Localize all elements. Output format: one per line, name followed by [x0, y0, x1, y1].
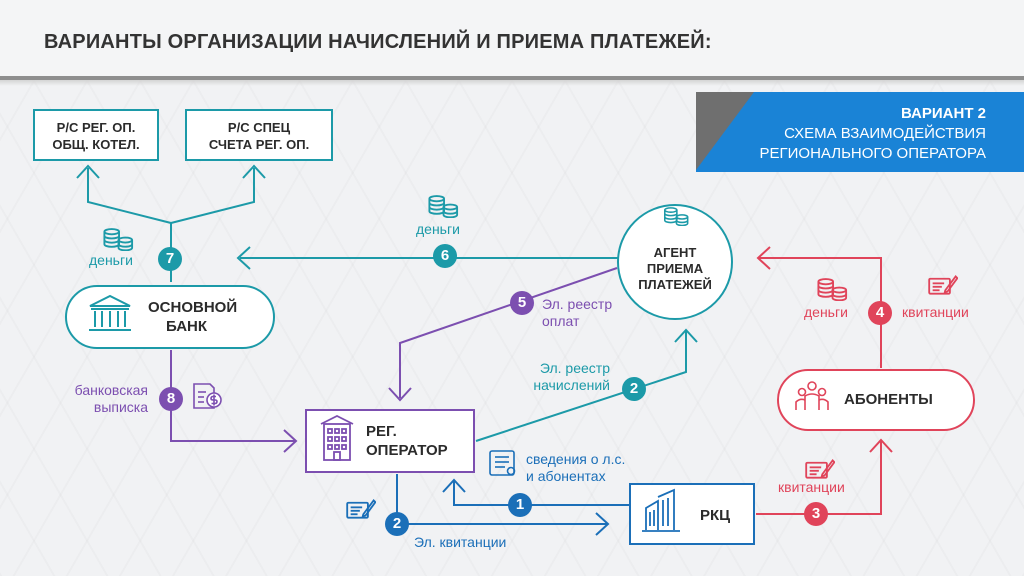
variant-text: ВАРИАНТ 2 СХЕМА ВЗАИМОДЕЙСТВИЯ РЕГИОНАЛЬ… [759, 104, 986, 164]
variant-panel-background [696, 92, 1024, 172]
subscribers-node [777, 369, 975, 431]
page-title: ВАРИАНТЫ ОРГАНИЗАЦИИ НАЧИСЛЕНИЙ И ПРИЕМА… [44, 31, 712, 53]
subscribers-label: АБОНЕНТЫ [844, 391, 933, 408]
receipts-label-3: квитанции [778, 479, 845, 495]
step-badge-7: 7 [158, 247, 182, 271]
variant-line-1: СХЕМА ВЗАИМОДЕЙСТВИЯ [784, 125, 986, 142]
regional-operator-label: РЕГ.ОПЕРАТОР [366, 423, 448, 459]
rs-common-pot-box [33, 109, 159, 161]
flow-5-payments-registry [388, 267, 618, 402]
money-label-6: деньги [416, 221, 460, 237]
coins-icon [817, 278, 848, 301]
e-receipts-label: Эл. квитанции [414, 534, 507, 550]
step-badge-8: 8 [159, 387, 183, 411]
step-badge-1: 1 [508, 493, 532, 517]
money-label-4: деньги [804, 304, 848, 320]
statement-dollar-icon [193, 383, 222, 409]
receipt-icon [928, 275, 958, 295]
receipts-label-4: квитанции [902, 304, 969, 320]
flow-4-money-receipts [756, 246, 882, 368]
step-badge-2-receipts: 2 [385, 512, 409, 536]
flow-8-bank-statement [170, 350, 298, 453]
flow-1-accounts-info [442, 478, 634, 506]
variant-panel: ВАРИАНТ 2 СХЕМА ВЗАИМОДЕЙСТВИЯ РЕГИОНАЛЬ… [696, 92, 1024, 172]
flow-6-money [236, 246, 620, 270]
variant-line-2: РЕГИОНАЛЬНОГО ОПЕРАТОРА [759, 145, 986, 162]
payment-agent-node [617, 204, 733, 320]
document-list-icon [489, 450, 516, 476]
header-bar: ВАРИАНТЫ ОРГАНИЗАЦИИ НАЧИСЛЕНИЙ И ПРИЕМА… [0, 0, 1024, 76]
receipt-icon [346, 499, 376, 519]
regional-operator-node [305, 409, 475, 473]
coins-icon [103, 228, 134, 251]
step-badge-4: 4 [868, 301, 892, 325]
header-shadow [0, 80, 1024, 86]
main-bank-label: ОСНОВНОЙ БАНК [148, 299, 238, 335]
step-badge-6: 6 [433, 244, 457, 268]
building-icon [320, 414, 354, 461]
accounts-info-label: сведения о л.с.и абонентах [526, 451, 626, 484]
flow-2-charges-registry [475, 328, 698, 442]
step-badge-2-charges: 2 [622, 377, 646, 401]
step-badge-3: 3 [804, 502, 828, 526]
main-bank-node [65, 285, 275, 349]
money-label-7: деньги [89, 252, 133, 268]
rkc-node [629, 483, 755, 545]
receipt-icon [805, 459, 835, 479]
step-badge-5: 5 [510, 291, 534, 315]
header-divider [0, 76, 1024, 80]
office-icon [642, 488, 680, 532]
flow-3-receipts [756, 438, 893, 515]
rkc-label: РКЦ [700, 507, 731, 524]
variant-title: ВАРИАНТ 2 [900, 105, 986, 122]
coins-icon [428, 195, 459, 218]
rs-special-account-box [185, 109, 333, 161]
people-icon [795, 381, 829, 410]
bank-icon [89, 294, 131, 331]
rs-common-pot-label: Р/С РЕГ. ОП.ОБЩ. КОТЕЛ. [52, 120, 140, 152]
